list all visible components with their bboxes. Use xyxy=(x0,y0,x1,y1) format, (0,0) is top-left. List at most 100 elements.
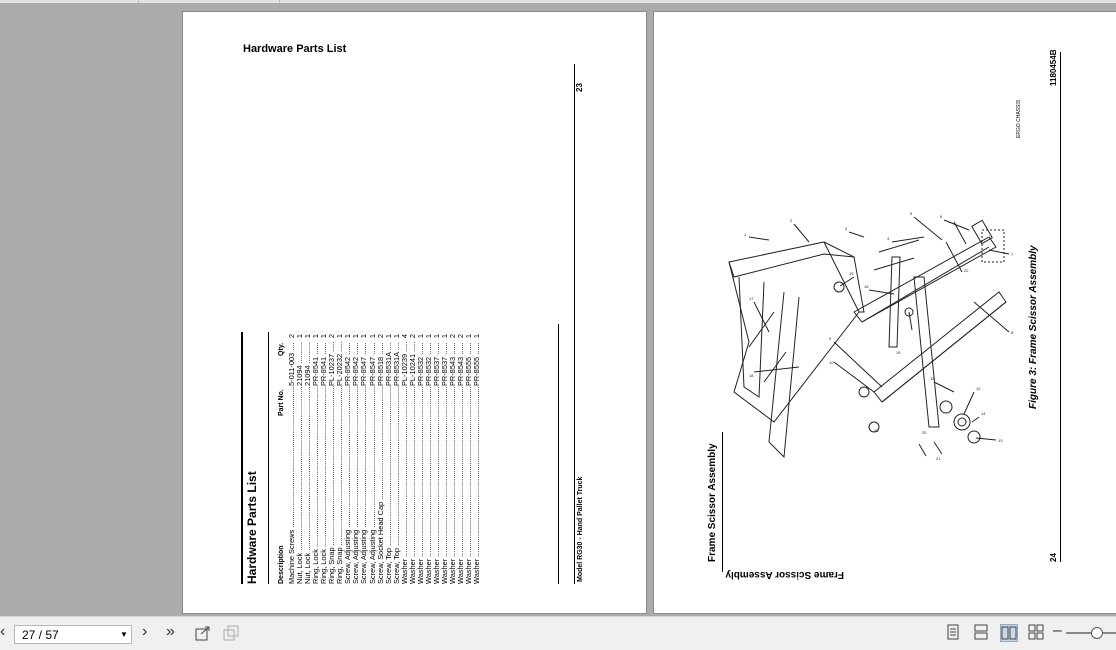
svg-text:23: 23 xyxy=(874,428,879,433)
svg-text:17: 17 xyxy=(749,296,754,301)
document-page-24: 1180454B ERGO CHASSIS Figure 3: Frame Sc… xyxy=(653,11,1116,614)
parts-table: Hardware Parts List Description Part No.… xyxy=(241,324,561,584)
two-page-continuous-icon[interactable] xyxy=(1028,624,1044,640)
svg-text:8: 8 xyxy=(1011,330,1014,335)
double-chevron-right-icon[interactable]: » xyxy=(166,623,175,640)
cell-part-no: 5-011-003 xyxy=(288,342,296,386)
cell-part-no: PR-8547 xyxy=(360,342,368,386)
document-page-23: Hardware Parts List 23 Hardware Parts Li… xyxy=(182,11,647,614)
table-row: Nut, Lock210941 xyxy=(303,334,312,584)
svg-text:22: 22 xyxy=(964,268,969,273)
chassis-label: ERGO CHASSIS xyxy=(1016,99,1022,138)
svg-text:4: 4 xyxy=(887,236,890,241)
table-row: Screw, AdjustingPR-85471 xyxy=(359,334,368,584)
svg-text:16: 16 xyxy=(864,284,869,289)
svg-text:20: 20 xyxy=(922,430,927,435)
table-row: Screw, TopPR-8531A1 xyxy=(392,334,401,584)
table-row: WasherPR-85551 xyxy=(472,334,482,584)
cell-description: Washer xyxy=(433,386,441,584)
cell-description: Ring, Snap xyxy=(336,386,344,584)
viewer-toolbar: ‹ 27 / 57 ▼ › » – xyxy=(0,616,1116,650)
cell-description: Nut, Lock xyxy=(296,386,304,584)
cell-description: Screw, Adjusting xyxy=(352,386,360,584)
continuous-icon[interactable] xyxy=(973,624,989,640)
svg-text:18: 18 xyxy=(749,373,754,378)
cell-part-no: PL-10237 xyxy=(328,342,336,386)
cell-description: Screw, Top xyxy=(385,386,393,584)
cell-description: Washer xyxy=(409,386,417,584)
cell-part-no: PL-20232 xyxy=(336,342,344,386)
chevron-left-icon[interactable]: ‹ xyxy=(0,623,6,640)
cell-part-no: PR-8555 xyxy=(473,342,481,386)
page-number: 24 xyxy=(1049,553,1058,562)
cell-part-no: PR-8537 xyxy=(433,342,441,386)
table-row: Screw, AdjustingPR-85421 xyxy=(351,334,360,584)
cell-part-no: 21094 xyxy=(304,342,312,386)
table-top-rule xyxy=(241,332,243,584)
cell-part-no: PR-8541 xyxy=(320,342,328,386)
cell-qty: 1 xyxy=(472,334,482,339)
table-row: WasherPL-102412 xyxy=(408,334,417,584)
chevron-right-icon[interactable]: › xyxy=(142,623,148,640)
page-header: Hardware Parts List xyxy=(243,43,347,55)
svg-text:3: 3 xyxy=(845,226,848,231)
svg-text:19: 19 xyxy=(896,350,901,355)
cell-description: Ring, Lock xyxy=(312,386,320,584)
cell-description: Machine Screws xyxy=(288,386,296,584)
column-header-qty: Qty. xyxy=(278,342,285,356)
cell-part-no: PR-8531A xyxy=(393,342,401,386)
svg-text:6: 6 xyxy=(940,214,943,219)
cell-description: Washer xyxy=(417,386,425,584)
section-rule xyxy=(722,432,723,572)
svg-text:12: 12 xyxy=(976,386,981,391)
table-head-rule xyxy=(268,332,269,584)
table-row: Ring, LockPR-85411 xyxy=(319,334,328,584)
export-icon[interactable] xyxy=(195,625,213,641)
cell-description: Screw, Adjusting xyxy=(360,386,368,584)
table-row: Nut, Lock210941 xyxy=(295,334,304,584)
column-header-part-no: Part No. xyxy=(278,389,285,416)
cell-description: Nut, Lock xyxy=(304,386,312,584)
copy-icon[interactable] xyxy=(223,625,241,641)
cell-description: Ring, Snap xyxy=(328,386,336,584)
table-row: WasherPR-85432 xyxy=(456,334,465,584)
cell-part-no: PR-8532 xyxy=(425,342,433,386)
page-indicator: 27 / 57 xyxy=(22,627,59,642)
table-row: Ring, SnapPL-202321 xyxy=(335,334,344,584)
table-row: Machine Screws5-011-0032 xyxy=(287,334,296,584)
two-page-icon[interactable] xyxy=(1000,624,1018,642)
cell-description: Screw, Socket Head Cap xyxy=(377,386,385,584)
table-row: WasherPR-85321 xyxy=(424,334,433,584)
svg-text:2: 2 xyxy=(790,218,793,223)
cell-part-no: PL-10241 xyxy=(409,342,417,386)
table-row: Screw, Socket Head CapPR-85182 xyxy=(376,334,385,584)
single-page-icon[interactable] xyxy=(945,624,961,640)
table-row: WasherPR-85371 xyxy=(440,334,449,584)
svg-text:9: 9 xyxy=(829,336,832,341)
cell-description: Washer xyxy=(401,386,409,584)
cell-part-no: PR-8547 xyxy=(369,342,377,386)
table-row: Screw, AdjustingPR-85421 xyxy=(343,334,352,584)
svg-text:7: 7 xyxy=(1011,252,1014,257)
minus-icon[interactable]: – xyxy=(1053,622,1062,639)
cell-part-no: PR-8543 xyxy=(449,342,457,386)
mirrored-section-title: Frame Scissor Assembly xyxy=(725,569,844,580)
page-number-input[interactable]: 27 / 57 ▼ xyxy=(14,625,132,644)
cell-part-no: PR-8518 xyxy=(377,342,385,386)
tab-strip-segment xyxy=(0,0,139,3)
table-row: WasherPR-85551 xyxy=(464,334,473,584)
table-row: Ring, SnapPL-102372 xyxy=(327,334,336,584)
table-row: Ring, LockPR-85411 xyxy=(311,334,320,584)
chevron-down-icon[interactable]: ▼ xyxy=(120,630,128,639)
table-row: WasherPR-85371 xyxy=(432,334,441,584)
cell-part-no: PR-8532 xyxy=(417,342,425,386)
table-row: Screw, AdjustingPR-85471 xyxy=(368,334,377,584)
cell-part-no: PR-8537 xyxy=(441,342,449,386)
zoom-slider-handle[interactable] xyxy=(1091,627,1103,639)
table-row: Screw, TopPR-8531A1 xyxy=(384,334,393,584)
column-header-description: Description xyxy=(278,545,285,584)
cell-part-no: PR-8542 xyxy=(344,342,352,386)
page-footer: Model RG30 - Hand Pallet Truck xyxy=(577,476,584,582)
cell-part-no: PR-8542 xyxy=(352,342,360,386)
